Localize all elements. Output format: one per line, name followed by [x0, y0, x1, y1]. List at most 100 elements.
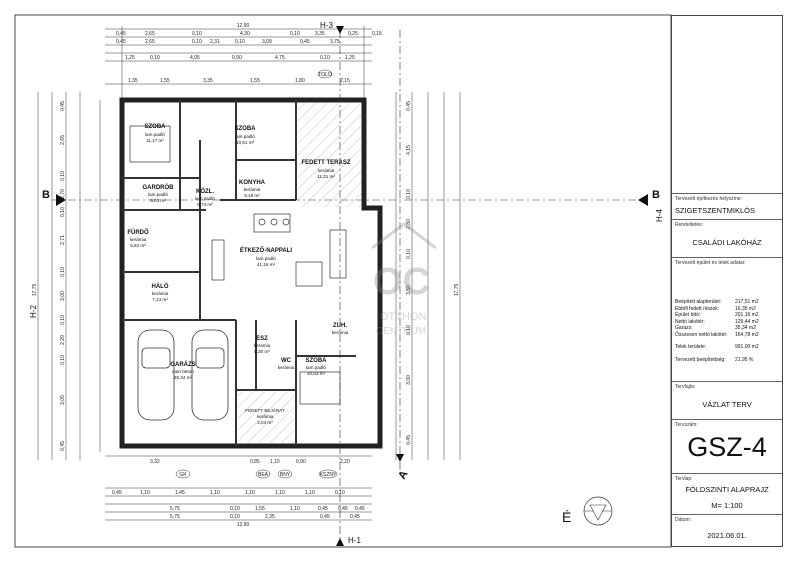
svg-text:lam.padló: lam.padló — [145, 132, 165, 137]
data-row: Nettó lakótér:129,44 m2 — [675, 318, 759, 325]
svg-text:kerámia: kerámia — [152, 291, 169, 296]
top-dimension-lines — [105, 26, 372, 100]
svg-text:2,80: 2,80 — [406, 219, 412, 229]
svg-text:12,90: 12,90 — [237, 23, 250, 29]
svg-text:0,10: 0,10 — [406, 249, 412, 259]
svg-text:2,65: 2,65 — [60, 135, 66, 145]
svg-text:2,70: 2,70 — [60, 189, 66, 199]
svg-text:5,75: 5,75 — [170, 514, 180, 520]
furniture — [129, 125, 347, 405]
svg-text:1,55: 1,55 — [160, 78, 170, 84]
svg-text:9,18 m²: 9,18 m² — [244, 193, 260, 198]
svg-text:0,45: 0,45 — [406, 435, 412, 445]
svg-text:2,15: 2,15 — [340, 78, 350, 84]
svg-text:0,45: 0,45 — [60, 101, 66, 111]
section-h3: H-3 — [320, 21, 333, 30]
svg-text:4,30: 4,30 — [240, 31, 250, 37]
axis-markers: GK BEA BNY KSZNY TOLÓ — [175, 69, 338, 479]
svg-text:17,75: 17,75 — [32, 284, 38, 297]
garage-cars — [137, 329, 229, 421]
title-block: Tervezett építkezés helyszíne: SZIGETSZE… — [671, 15, 783, 547]
site-value: SZIGETSZENTMIKLÓS — [675, 206, 756, 215]
svg-text:OC: OC — [373, 261, 430, 303]
svg-text:lam.padló: lam.padló — [306, 365, 326, 370]
svg-text:2,65: 2,65 — [145, 31, 155, 37]
svg-text:4,75: 4,75 — [275, 55, 285, 61]
svg-text:1,10: 1,10 — [140, 490, 150, 496]
svg-text:0,45: 0,45 — [116, 31, 126, 37]
svg-text:KSZNY: KSZNY — [320, 472, 337, 478]
svg-text:1,80: 1,80 — [295, 78, 305, 84]
svg-text:1,10: 1,10 — [305, 490, 315, 496]
scale-value: M= 1:100 — [711, 501, 743, 510]
svg-text:0,10: 0,10 — [150, 55, 160, 61]
svg-text:2,35: 2,35 — [265, 514, 275, 520]
svg-text:2,20: 2,20 — [60, 335, 66, 345]
svg-text:10,81 m²: 10,81 m² — [236, 140, 255, 145]
svg-text:1,55: 1,55 — [255, 506, 265, 512]
svg-text:3,09: 3,09 — [262, 39, 272, 45]
svg-text:1,10: 1,10 — [290, 506, 300, 512]
svg-text:0,10: 0,10 — [335, 490, 345, 496]
plot-area-row: Telek területe:991,00 m2 — [675, 344, 759, 350]
covered-terrace-hatch — [298, 103, 362, 207]
svg-text:2,04 m²: 2,04 m² — [257, 420, 273, 425]
svg-text:GK: GK — [179, 472, 187, 478]
svg-text:0,90: 0,90 — [232, 55, 242, 61]
svg-text:0,10: 0,10 — [235, 39, 245, 45]
svg-text:0,10: 0,10 — [406, 325, 412, 335]
svg-text:0,90: 0,90 — [296, 459, 306, 465]
svg-text:0,45: 0,45 — [320, 514, 330, 520]
tb-date: Dátum: 2021.06.01. — [672, 515, 782, 546]
bottom-dimension-lines — [105, 455, 372, 521]
svg-text:17,75: 17,75 — [454, 284, 460, 297]
svg-text:0,10: 0,10 — [230, 514, 240, 520]
svg-text:41,16 m²: 41,16 m² — [257, 262, 276, 267]
svg-text:1,10: 1,10 — [275, 490, 285, 496]
room-szoba-1-name: SZOBA — [145, 124, 167, 130]
left-dimension-lines — [37, 92, 101, 460]
svg-text:kerámia: kerámia — [244, 187, 261, 192]
plan-number: GSZ-4 — [687, 432, 767, 462]
svg-text:3,35: 3,35 — [315, 31, 325, 37]
svg-text:3,35: 3,35 — [203, 78, 213, 84]
svg-text:lam.padló: lam.padló — [148, 192, 168, 197]
svg-text:0,10: 0,10 — [320, 55, 330, 61]
north-label: É — [562, 509, 571, 525]
room-garazs-name: GARÁZS — [170, 361, 195, 368]
svg-text:3,00: 3,00 — [406, 375, 412, 385]
svg-text:4,05: 4,05 — [190, 55, 200, 61]
tb-sheet: Tervlap: FÖLDSZINTI ALAPRAJZ M= 1:100 — [672, 474, 782, 515]
svg-text:5,03 m²: 5,03 m² — [150, 198, 166, 203]
section-h2: H-2 — [29, 305, 38, 318]
svg-text:0,10: 0,10 — [192, 39, 202, 45]
svg-text:0,45: 0,45 — [116, 39, 126, 45]
svg-text:12,90: 12,90 — [237, 522, 250, 528]
svg-text:lam.padló: lam.padló — [256, 256, 276, 261]
svg-text:4,15: 4,15 — [406, 145, 412, 155]
svg-text:0,10: 0,10 — [60, 315, 66, 325]
svg-text:kerámia: kerámia — [254, 343, 271, 348]
svg-text:0,45: 0,45 — [60, 441, 66, 451]
purpose-value: CSALÁDI LAKÓHÁZ — [692, 238, 762, 247]
tb-blank — [672, 16, 782, 194]
svg-text:0,15: 0,15 — [372, 31, 382, 37]
room-szoba-2-name: SZOBA — [235, 126, 257, 132]
svg-text:0,10: 0,10 — [60, 207, 66, 217]
room-halo-name: HÁLÓ — [152, 282, 169, 290]
data-row: Épület bttó:201,16 m2 — [675, 312, 759, 319]
svg-text:0,25: 0,25 — [348, 31, 358, 37]
svg-text:ipari beton: ipari beton — [172, 369, 194, 374]
room-wc-name: WC — [281, 358, 292, 364]
svg-text:kerámia: kerámia — [257, 414, 274, 419]
svg-text:OTTHON: OTTHON — [380, 311, 426, 323]
svg-text:2,20: 2,20 — [340, 459, 350, 465]
svg-text:0,10: 0,10 — [192, 31, 202, 37]
svg-text:3,32: 3,32 — [150, 459, 160, 465]
svg-text:kerámia: kerámia — [130, 237, 147, 242]
bottom-dimension-text: 3,32 0,85 1,15 0,90 2,20 0,45 1,10 1,45 … — [112, 459, 365, 528]
svg-text:3,05: 3,05 — [60, 395, 66, 405]
svg-text:3,00: 3,00 — [60, 291, 66, 301]
